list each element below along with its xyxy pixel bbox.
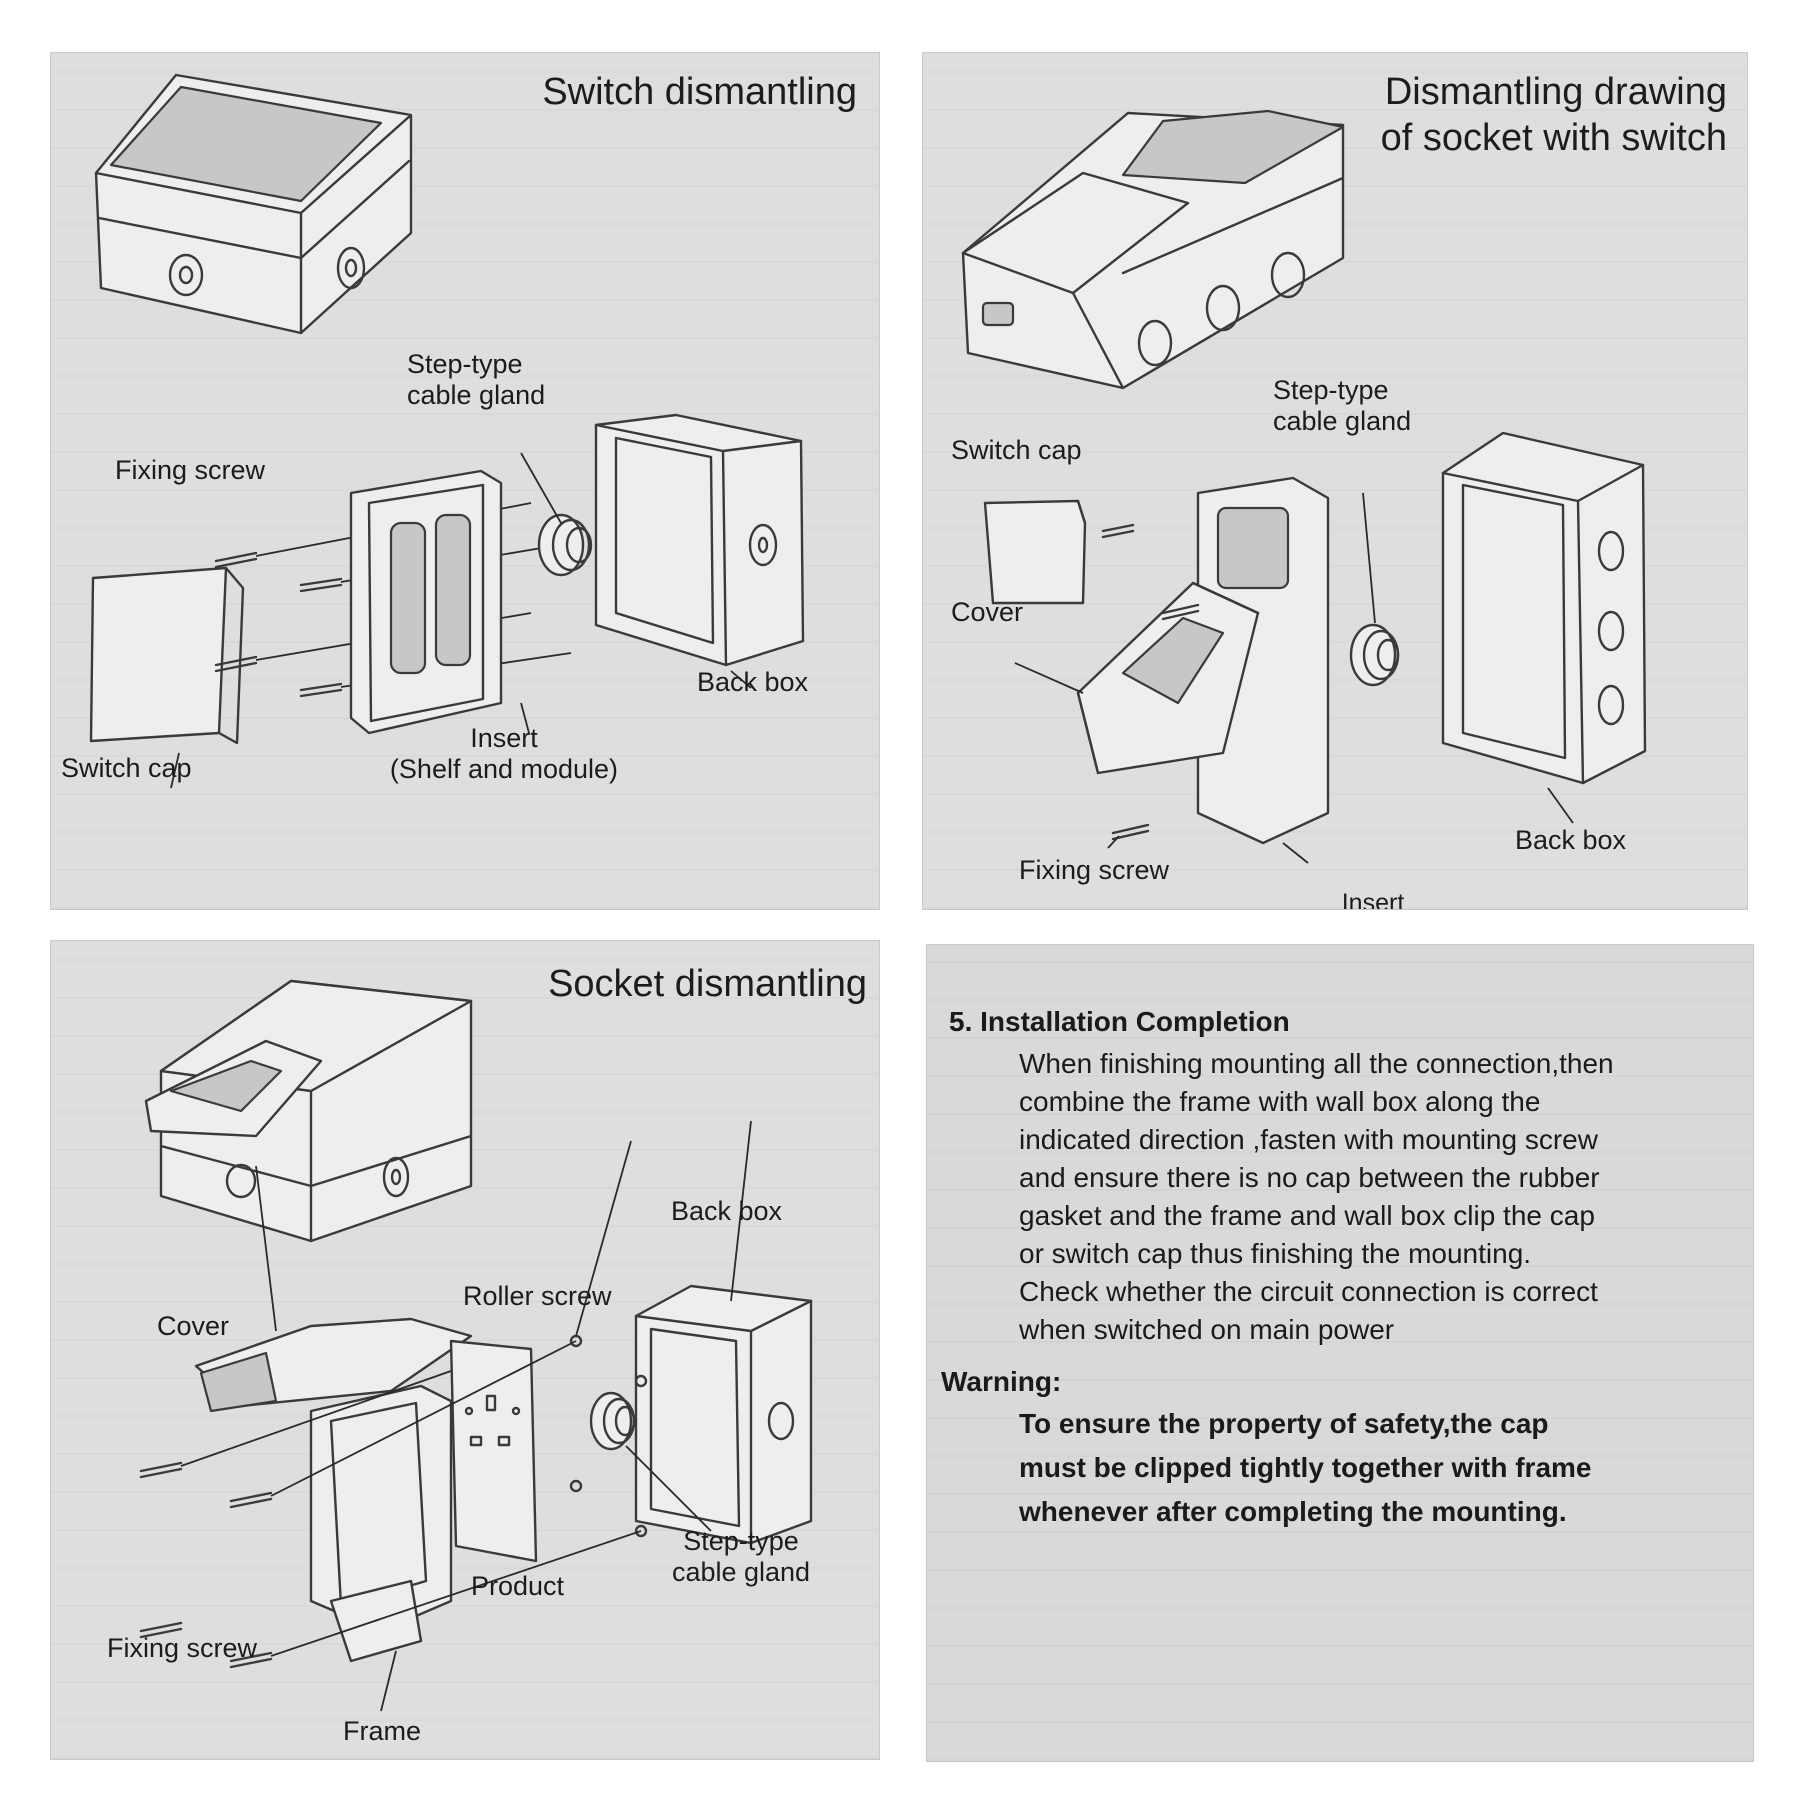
assembled-socket-switch-box [961, 109, 1345, 390]
label-switch-cap: Switch cap [61, 753, 192, 783]
back-box-part [634, 1284, 813, 1545]
cable-gland-part [537, 513, 593, 577]
instruction-line: when switched on main power [1019, 1314, 1395, 1345]
label-step-type-cable-gland: Step-type cable gland [1273, 375, 1412, 436]
installation-instructions: 5. Installation Completion When finishin… [941, 1005, 1739, 1531]
assembled-socket-box [144, 979, 473, 1243]
label-back-box: Back box [671, 1196, 783, 1226]
cable-gland-part [1349, 623, 1400, 687]
switch-dismantling-panel: Switch dismantling Step-type cable gland… [50, 52, 880, 910]
instruction-line: gasket and the frame and wall box clip t… [1019, 1200, 1595, 1231]
label-back-box: Back box [1515, 825, 1627, 855]
panel-title: Socket dismantling [548, 963, 867, 1005]
label-fixing-screw: Fixing screw [107, 1633, 258, 1663]
instruction-line: indicated direction ,fasten with mountin… [1019, 1124, 1598, 1155]
product-plate-part [449, 1339, 538, 1563]
label-switch-cap: Switch cap [951, 435, 1082, 465]
socket-dismantling-drawing [139, 979, 813, 1712]
label-cover: Cover [951, 597, 1024, 627]
label-fixing-screw: Fixing screw [115, 455, 266, 485]
warning-line: whenever after completing the mounting. [1019, 1496, 1567, 1527]
back-box-part [594, 413, 805, 667]
warning-line: must be clipped tightly together with fr… [1019, 1452, 1592, 1483]
back-box-part [1441, 431, 1647, 785]
label-back-box: Back box [697, 667, 809, 697]
label-cover: Cover [157, 1311, 230, 1341]
label-roller-screw: Roller screw [463, 1281, 612, 1311]
screws [139, 1334, 648, 1669]
switch-cap-part [983, 499, 1135, 605]
instruction-line: combine the frame with wall box along th… [1019, 1086, 1541, 1117]
socket-with-switch-drawing [961, 109, 1647, 864]
panel-title: Switch dismantling [542, 71, 857, 113]
label-insert: Insert (Shelf and module) [389, 723, 619, 784]
cable-gland-part [589, 1391, 636, 1451]
warning-line: To ensure the property of safety,the cap [1019, 1408, 1549, 1439]
socket-with-switch-panel: Dismantling drawing of socket with switc… [922, 52, 1748, 910]
label-fixing-screw: Fixing screw [1019, 855, 1170, 885]
label-step-type-cable-gland: Step-type cable gland [407, 349, 546, 410]
installation-completion-panel: 5. Installation Completion When finishin… [926, 944, 1754, 1762]
panel-title: Dismantling drawing of socket with switc… [1380, 71, 1727, 159]
socket-dismantling-panel: Socket dismantling Back box Roller screw… [50, 940, 880, 1760]
label-step-type-cable-gland: Step-type cable gland [671, 1526, 811, 1587]
insert-frame-module-part [1076, 476, 1330, 845]
insert-frame-part [349, 469, 503, 735]
instruction-line: Check whether the circuit connection is … [1019, 1276, 1598, 1307]
switch-dismantling-drawing [89, 73, 805, 789]
instruction-line: or switch cap thus finishing the mountin… [1019, 1238, 1532, 1269]
warning-heading: Warning: [941, 1366, 1062, 1397]
instruction-line: When finishing mounting all the connecti… [1019, 1048, 1614, 1079]
cover-part [194, 1317, 473, 1413]
section-heading: 5. Installation Completion [949, 1006, 1290, 1037]
assembled-switch-box [94, 73, 413, 335]
instruction-line: and ensure there is no cap between the r… [1019, 1162, 1600, 1193]
switch-cap-part [89, 566, 245, 745]
label-insert: Insert (Frame+module) [1341, 889, 1405, 910]
label-frame: Frame [343, 1716, 422, 1746]
label-product: Product [471, 1571, 565, 1601]
